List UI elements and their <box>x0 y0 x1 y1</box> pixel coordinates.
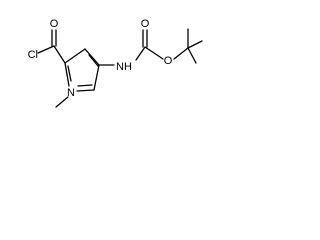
bond-c3-c4 <box>84 48 100 66</box>
bond-n1-c2 <box>64 62 70 87</box>
atom-label-acyl-carbonyl-oxygen: O <box>50 18 59 30</box>
bond-ester-o-quaternary-c <box>173 47 189 60</box>
bond-tbu-methyl-down <box>187 47 197 64</box>
atom-label-amide-nh: NH <box>116 61 132 73</box>
atom-label-ring-nitrogen: N <box>67 87 75 99</box>
bond-carbonyl-cl <box>37 45 55 54</box>
bond-c5-n1-double <box>77 84 93 87</box>
bond-nh-carbonyl <box>135 46 146 61</box>
bond-n1-c2-double <box>67 65 72 82</box>
atom-label-ester-oxygen: O <box>164 55 173 67</box>
atom-label-acyl-chlorine: Cl <box>28 49 38 61</box>
chemical-structure-diagram: Cl O N NH O O <box>28 18 203 108</box>
bond-n1-methyl <box>55 96 69 108</box>
bond-c4-c5 <box>93 64 100 91</box>
bond-c5-n1 <box>76 89 95 92</box>
bond-c2-carbonyl <box>53 45 66 64</box>
atom-label-carbamate-carbonyl-oxygen: O <box>141 18 150 30</box>
bond-tbu-methyl-right <box>187 40 203 49</box>
bond-c3-c4-double <box>88 54 99 67</box>
bond-c2-c3 <box>64 48 86 64</box>
bond-carbonyl-ester-o <box>144 46 164 60</box>
